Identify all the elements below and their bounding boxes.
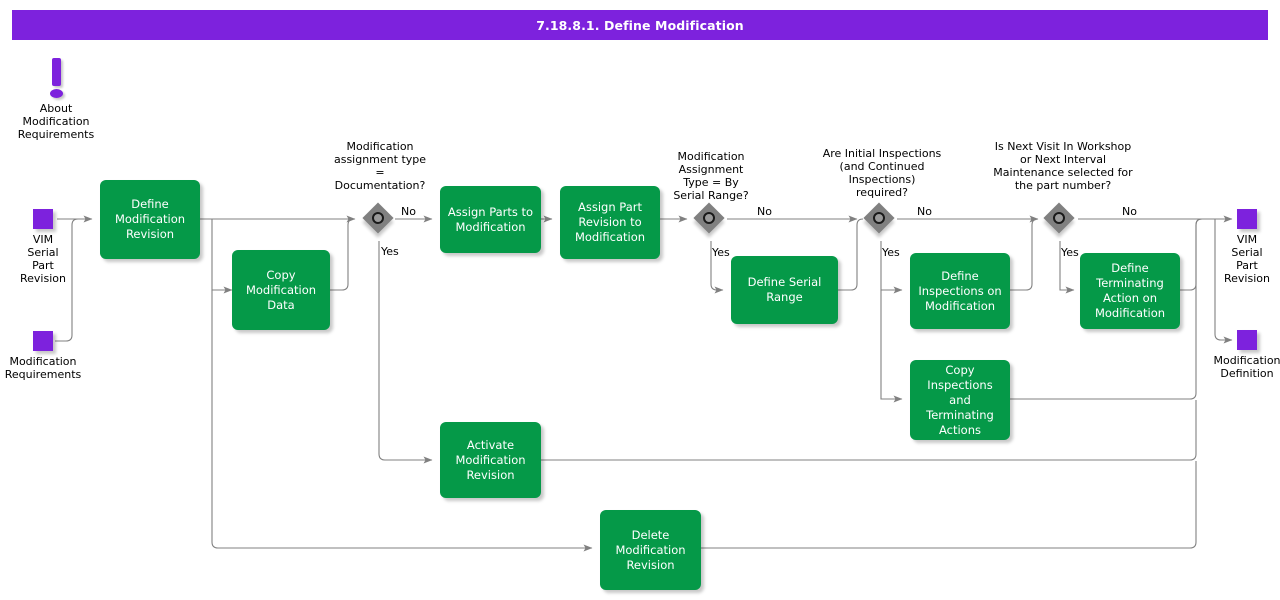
decision-ring-icon: [372, 212, 384, 224]
decision-ring-icon: [1053, 212, 1065, 224]
edge-copy-to-d1: [330, 218, 355, 291]
page-title: 7.18.8.1. Define Modification: [12, 10, 1268, 40]
decision-1-modification-assignment-type-documentation[interactable]: [362, 202, 396, 236]
decision-2-label-no: No: [757, 205, 772, 218]
entity-vim-serial-part-revision-out[interactable]: VIM Serial Part Revision: [1224, 209, 1270, 285]
process-label: Copy Inspections and Terminating Actions: [926, 362, 994, 437]
decision-4-question: Is Next Visit In Workshop or Next Interv…: [993, 140, 1133, 192]
decision-3-label-yes: Yes: [882, 246, 900, 259]
process-label: Define Terminating Action on Modificatio…: [1094, 261, 1166, 320]
process-copy-modification-data[interactable]: Copy Modification Data: [232, 250, 330, 330]
process-label: Delete Modification Revision: [615, 527, 686, 572]
decision-2-question: Modification Assignment Type = By Serial…: [673, 150, 749, 202]
note-about-modification-requirements: About Modification Requirements: [8, 58, 104, 141]
entity-modification-requirements-in[interactable]: Modification Requirements: [5, 331, 81, 381]
decision-1-label-yes: Yes: [381, 245, 399, 258]
process-define-modification-revision[interactable]: Define Modification Revision: [100, 180, 200, 259]
process-delete-modification-revision[interactable]: Delete Modification Revision: [600, 510, 701, 590]
process-label: Define Modification Revision: [114, 197, 186, 241]
edge-modreq-to-define: [55, 218, 92, 342]
entity-caption: VIM Serial Part Revision: [20, 233, 66, 285]
edge-d1-yes: [378, 241, 433, 464]
decision-4-label-yes: Yes: [1061, 246, 1079, 259]
entity-caption: Modification Requirements: [4, 355, 82, 381]
entity-square-icon: [33, 331, 53, 351]
edge-d2-yes: [710, 241, 724, 294]
process-label: Assign Parts to Modification: [447, 204, 534, 234]
process-label: Activate Modification Revision: [455, 437, 526, 482]
decision-ring-icon: [703, 212, 715, 224]
entity-modification-definition-out[interactable]: Modification Definition: [1213, 330, 1280, 380]
process-label: Copy Modification Data: [245, 267, 317, 312]
entity-vim-serial-part-revision-in[interactable]: VIM Serial Part Revision: [20, 209, 66, 285]
decision-3-label-no: No: [917, 205, 932, 218]
process-label: Define Inspections on Modification: [918, 268, 1002, 313]
entity-caption: VIM Serial Part Revision: [1224, 233, 1270, 285]
edge-define-to-copy: [211, 219, 233, 294]
note-line-2: Modification: [22, 115, 90, 128]
note-line-1: About: [39, 102, 73, 115]
decision-4-next-visit-workshop-or-interval-maintenance[interactable]: [1043, 202, 1077, 236]
edge-activate-to-collector: [541, 400, 1197, 461]
process-copy-inspections-and-terminating-actions[interactable]: Copy Inspections and Terminating Actions: [910, 360, 1010, 440]
decision-2-modification-assignment-type-serial-range[interactable]: [693, 202, 727, 236]
decision-2-label-yes: Yes: [712, 246, 730, 259]
decision-1-question: Modification assignment type = Documenta…: [333, 140, 427, 192]
decision-3-initial-inspections-required[interactable]: [863, 202, 897, 236]
process-label: Define Serial Range: [747, 275, 822, 304]
process-assign-parts-to-modification[interactable]: Assign Parts to Modification: [440, 186, 541, 253]
entity-square-icon: [33, 209, 53, 229]
process-define-inspections-on-modification[interactable]: Define Inspections on Modification: [910, 253, 1010, 329]
edge-delete-to-collector: [701, 461, 1197, 549]
entity-square-icon: [1237, 209, 1257, 229]
edge-terminating-to-collector: [1180, 218, 1203, 291]
decision-4-label-no: No: [1122, 205, 1137, 218]
edge-inspections-to-d4: [1010, 218, 1039, 291]
process-define-terminating-action-on-modification[interactable]: Define Terminating Action on Modificatio…: [1080, 253, 1180, 329]
decision-ring-icon: [873, 212, 885, 224]
edge-define-to-delete: [211, 290, 593, 552]
edge-d3-yes-copyinsp: [880, 290, 903, 403]
decision-1-label-no: No: [401, 205, 416, 218]
process-activate-modification-revision[interactable]: Activate Modification Revision: [440, 422, 541, 498]
process-define-serial-range[interactable]: Define Serial Range: [731, 256, 838, 324]
process-assign-part-revision-to-modification[interactable]: Assign Part Revision to Modification: [560, 186, 660, 259]
note-line-3: Requirements: [17, 128, 95, 141]
edge-serialrange-to-d3: [838, 218, 864, 291]
edge-collector-to-moddef: [1214, 219, 1233, 344]
exclamation-icon: [45, 58, 67, 102]
decision-3-question: Are Initial Inspections (and Continued I…: [822, 147, 942, 199]
entity-caption: Modification Definition: [1213, 354, 1280, 380]
process-label: Assign Part Revision to Modification: [574, 200, 646, 244]
edge-d4-yes: [1059, 241, 1075, 294]
entity-square-icon: [1237, 330, 1257, 350]
